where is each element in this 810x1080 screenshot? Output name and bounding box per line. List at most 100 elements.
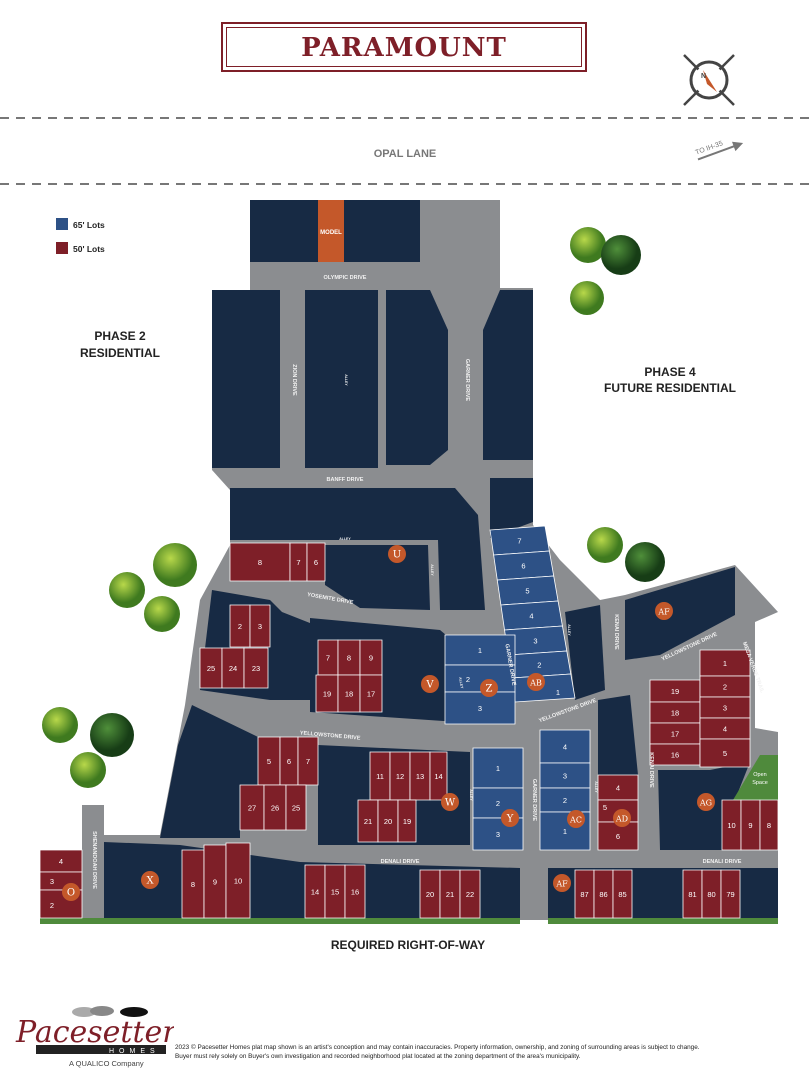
lot-50[interactable]	[249, 604, 271, 648]
section-marker[interactable]: AC	[567, 810, 585, 828]
lot-number: 6	[521, 562, 525, 571]
lot-number: 11	[376, 772, 384, 781]
lot-number: 5	[267, 757, 271, 766]
lot-50[interactable]	[720, 869, 741, 919]
street-label: DENALI DRIVE	[703, 859, 742, 865]
lot-number: 6	[287, 757, 291, 766]
lot-number: 14	[311, 888, 319, 897]
lot-number: 2	[50, 901, 54, 910]
tree-icon	[90, 713, 134, 757]
lot-number: 19	[323, 690, 331, 699]
lot-number: 19	[403, 817, 411, 826]
svg-text:TO IH-35: TO IH-35	[695, 140, 724, 156]
lot-number: 5	[525, 587, 529, 596]
section-marker[interactable]: AG	[697, 793, 715, 811]
lot-50[interactable]	[759, 799, 779, 851]
svg-text:N: N	[701, 73, 706, 80]
section-marker[interactable]: Z	[480, 679, 498, 697]
street-label: ALLEY	[344, 374, 348, 386]
lot-number: 81	[688, 890, 696, 899]
compass-icon: N	[683, 54, 735, 106]
legend: 65' Lots 50' Lots	[56, 218, 105, 254]
section-marker[interactable]: AB	[527, 673, 545, 691]
lot-50[interactable]	[397, 799, 417, 843]
phase2-label: RESIDENTIAL	[80, 346, 160, 360]
lot-65[interactable]	[444, 664, 516, 693]
section-label: V	[425, 680, 434, 691]
section-marker[interactable]: Y	[501, 809, 519, 827]
lot-number: 2	[563, 796, 567, 805]
lot-number: 12	[396, 772, 404, 781]
lot-number: 85	[618, 890, 626, 899]
block	[160, 705, 258, 838]
lot-number: 6	[616, 832, 620, 841]
street-label: ZION DRIVE	[291, 364, 297, 396]
model-home-lot[interactable]	[318, 200, 344, 262]
street-label: ALLEY	[469, 789, 473, 801]
lot-number: 3	[496, 830, 500, 839]
lot-number: 1	[556, 688, 560, 697]
block	[598, 695, 638, 775]
lot-50[interactable]	[243, 647, 269, 689]
lot-50[interactable]	[699, 738, 751, 768]
lot-number: 80	[707, 890, 715, 899]
phase2-label: PHASE 2	[94, 329, 146, 343]
lot-number: 10	[727, 821, 735, 830]
lot-50[interactable]	[359, 674, 383, 713]
lot-number: 3	[563, 772, 567, 781]
section-marker[interactable]: AF	[553, 874, 571, 892]
section-marker[interactable]: V	[421, 675, 439, 693]
lots	[39, 525, 779, 919]
street-label: DENALI DRIVE	[381, 859, 420, 865]
section-marker[interactable]: U	[388, 545, 406, 563]
street-label: OLYMPIC DRIVE	[324, 275, 367, 281]
lot-number: 2	[466, 675, 470, 684]
lot-number: 7	[296, 558, 300, 567]
lot-50[interactable]	[306, 542, 326, 582]
section-marker[interactable]: O	[62, 883, 80, 901]
lot-number: 21	[364, 817, 372, 826]
lot-number: 16	[671, 751, 679, 760]
lot-number: 1	[496, 764, 500, 773]
lot-number: 6	[314, 558, 318, 567]
block	[230, 488, 485, 610]
title-box: PARAMOUNT	[221, 22, 587, 72]
block	[325, 545, 430, 610]
lot-number: 79	[726, 890, 734, 899]
section-marker[interactable]: AF	[655, 602, 673, 620]
street-label: ALLEY	[339, 537, 351, 541]
green-buffer-strip	[548, 918, 778, 924]
svg-text:A QUALICO Company: A QUALICO Company	[69, 1059, 144, 1068]
phase4-label: PHASE 4	[644, 365, 696, 379]
lot-number: 3	[723, 704, 727, 713]
green-buffer-strip	[40, 918, 520, 924]
lot-number: 21	[446, 890, 454, 899]
lot-number: 4	[616, 784, 620, 793]
lot-number: 9	[369, 654, 373, 663]
lot-number: 2	[537, 661, 541, 670]
open-space-label: Open	[753, 772, 766, 778]
section-label: U	[393, 550, 401, 561]
lot-number: 10	[234, 877, 242, 886]
section-marker[interactable]: AD	[613, 809, 631, 827]
street-label: KENAI DRIVE	[613, 614, 619, 650]
lot-50[interactable]	[225, 842, 251, 919]
section-marker[interactable]: X	[141, 871, 159, 889]
lot-50[interactable]	[459, 869, 481, 919]
street-label: GARNER DRIVE	[531, 779, 537, 822]
lot-number: 8	[767, 821, 771, 830]
lot-50[interactable]	[612, 869, 633, 919]
section-label: AB	[529, 679, 542, 688]
section-marker[interactable]: W	[441, 793, 459, 811]
lot-50[interactable]	[285, 784, 307, 831]
lot-50[interactable]	[297, 736, 319, 786]
lot-50[interactable]	[344, 864, 366, 919]
lot-number: 2	[723, 683, 727, 692]
lot-number: 4	[59, 857, 63, 866]
tree-icon	[109, 572, 145, 608]
lot-number: 18	[345, 690, 353, 699]
opal-lane-label: OPAL LANE	[374, 148, 437, 160]
lot-number: 25	[292, 804, 300, 813]
lot-number: 17	[367, 690, 375, 699]
lot-number: 26	[271, 804, 279, 813]
